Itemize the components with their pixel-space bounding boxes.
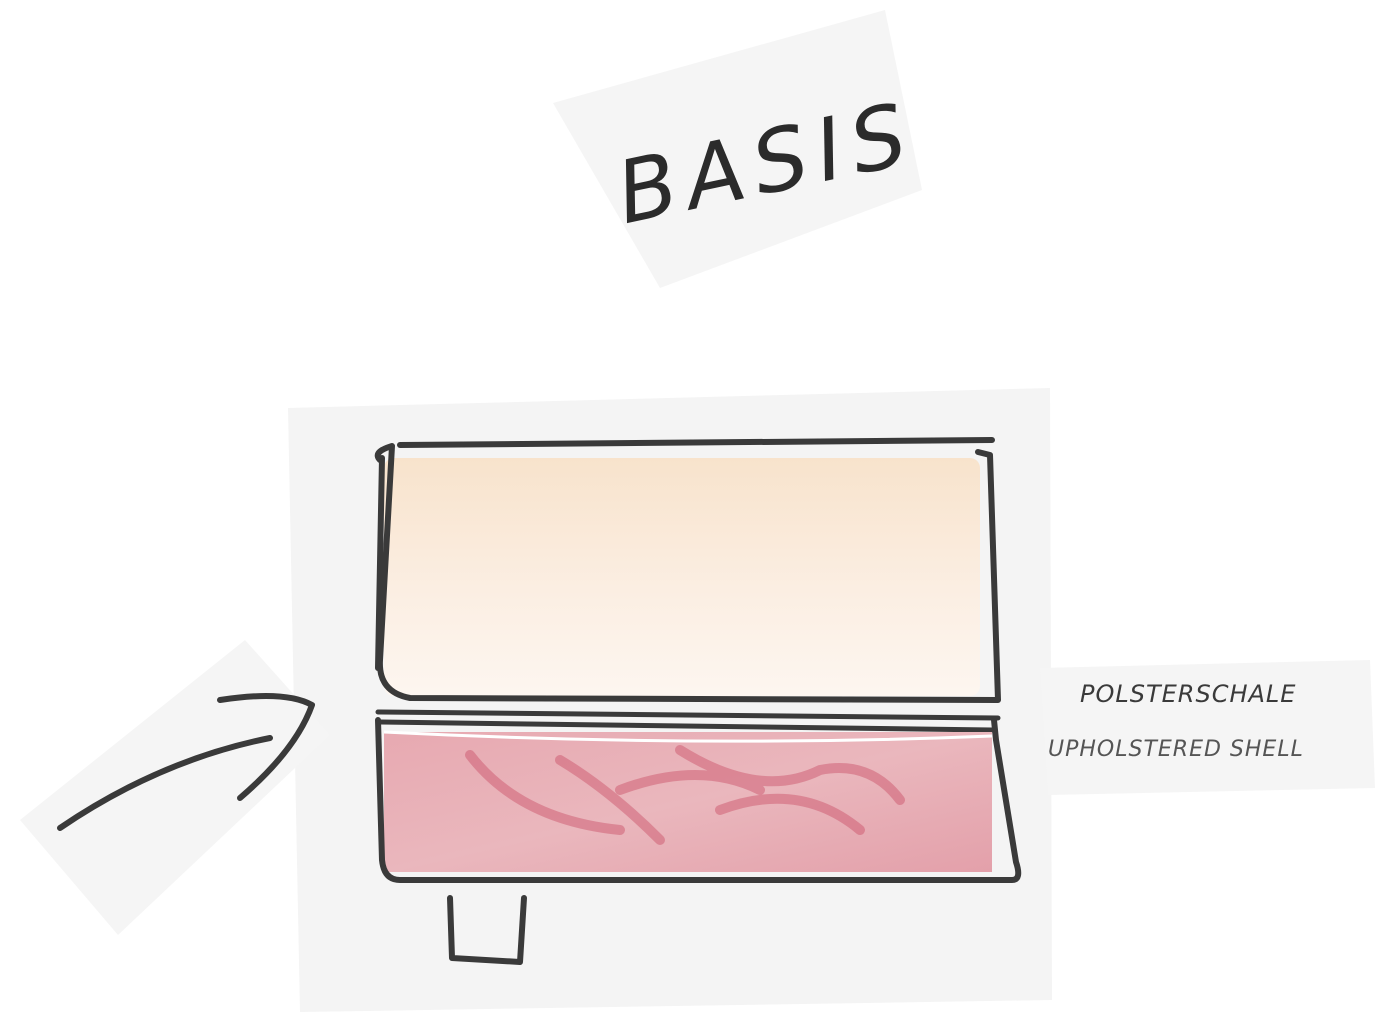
seat-cushion-fill — [384, 458, 980, 696]
shell-outline — [375, 717, 1022, 883]
seat-cushion-left-edge — [375, 455, 385, 671]
sofa-leg — [447, 895, 527, 965]
leg-outline — [447, 895, 527, 965]
seat-cushion — [374, 437, 1001, 703]
arrow-head — [217, 693, 315, 801]
shell-fill — [384, 732, 992, 872]
shell-accent-strokes — [465, 745, 905, 845]
shell-inner-white-line — [383, 730, 993, 743]
upholstered-shell — [375, 709, 1022, 883]
arrow-paper-scrap — [20, 640, 330, 935]
title-paper-scrap — [553, 10, 922, 288]
label-group: POLSTERSCHALE UPHOLSTERED SHELL — [1048, 680, 1304, 762]
arrow-shaft — [57, 735, 273, 831]
label-german: POLSTERSCHALE — [1080, 680, 1296, 708]
shell-top-edge — [375, 709, 1001, 733]
label-english: UPHOLSTERED SHELL — [1048, 737, 1304, 762]
pointer-arrow — [57, 693, 315, 831]
label-paper-scrap — [1040, 660, 1375, 795]
